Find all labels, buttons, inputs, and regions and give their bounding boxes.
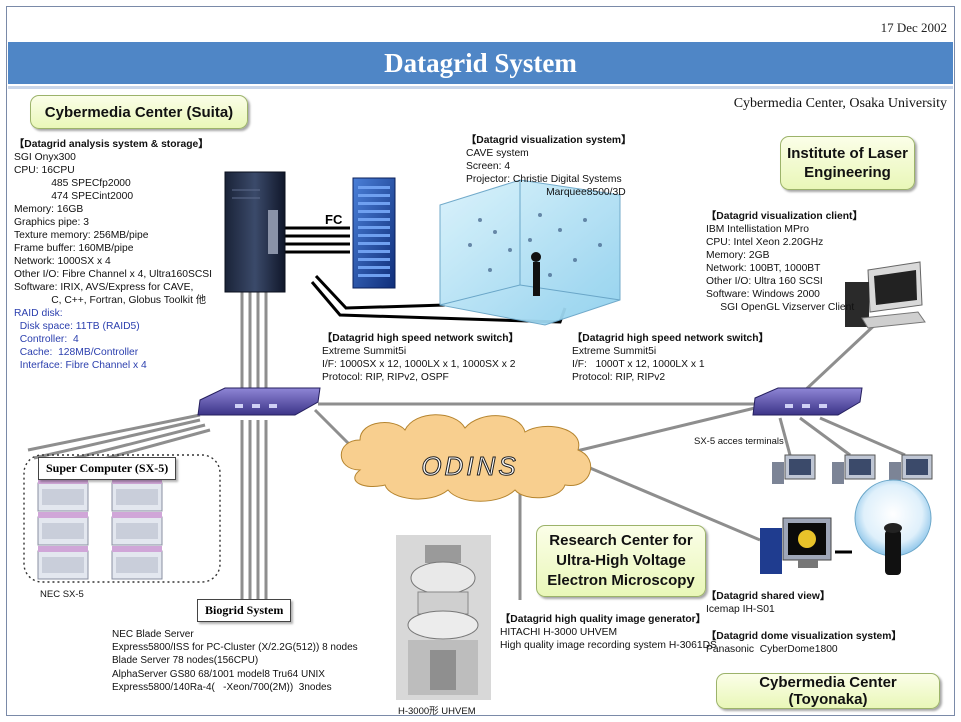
switch-right-heading: 【Datagrid high speed network switch】 bbox=[572, 333, 769, 344]
cyberdome-icon bbox=[854, 479, 932, 575]
uhvem-caption: H-3000形 UHVEM bbox=[398, 706, 476, 717]
analysis-line: Other I/O: Fibre Channel x 4, Ultra160SC… bbox=[14, 269, 213, 280]
analysis-line: SGI Onyx300 bbox=[14, 152, 76, 163]
supercomputer-label: Super Computer (SX-5) bbox=[38, 457, 177, 480]
site-label-toyonaka: Cybermedia Center (Toyonaka) bbox=[716, 673, 940, 709]
sx5-units-icon bbox=[37, 478, 163, 580]
dome-line: Panasonic CyberDome1800 bbox=[706, 644, 838, 655]
analysis-line: Frame buffer: 160MB/pipe bbox=[14, 243, 134, 254]
biogrid-label: Biogrid System bbox=[197, 599, 292, 622]
slide-title: Datagrid System bbox=[384, 47, 577, 78]
supercomputer-boundary bbox=[23, 454, 221, 583]
visualization-heading: 【Datagrid visualization system】 bbox=[466, 135, 632, 146]
raid-line: Controller: 4 bbox=[14, 334, 79, 345]
left-switch-icon bbox=[197, 387, 321, 416]
vis-client-line: Network: 100BT, 1000BT bbox=[706, 263, 821, 274]
raid-line: Disk space: 11TB (RAID5) bbox=[14, 321, 140, 332]
uhvem-photo bbox=[396, 535, 491, 700]
switch-left-line: Protocol: RIP, RIPv2, OSPF bbox=[322, 372, 449, 383]
analysis-line: C, C++, Fortran, Globus Toolkit 他 bbox=[14, 295, 207, 306]
shared-view-line: Icemap IH-S01 bbox=[706, 604, 775, 615]
vis-client-line: Memory: 2GB bbox=[706, 250, 770, 261]
analysis-line: CPU: 16CPU bbox=[14, 165, 75, 176]
image-generator-line: High quality image recording system H-30… bbox=[500, 640, 717, 651]
terminal-icon-3 bbox=[889, 454, 933, 484]
visualization-line: Screen: 4 bbox=[466, 161, 511, 172]
switch-right-line: Extreme Summit5i bbox=[572, 346, 657, 357]
vis-client-heading: 【Datagrid visualization client】 bbox=[706, 211, 863, 222]
raid-line: Cache: 128MB/Controller bbox=[14, 347, 139, 358]
vis-client-block: 【Datagrid visualization client】 IBM Inte… bbox=[706, 210, 863, 314]
biogrid-line: Blade Server 78 nodes(156CPU) bbox=[112, 655, 259, 667]
biogrid-line: AlphaServer GS80 68/1001 model8 Tru64 UN… bbox=[112, 668, 325, 680]
switch-left-heading: 【Datagrid high speed network switch】 bbox=[322, 333, 519, 344]
switch-left-line: I/F: 1000SX x 12, 1000LX x 1, 1000SX x 2 bbox=[322, 359, 516, 370]
supercomputer-caption: NEC SX-5 bbox=[40, 589, 84, 600]
right-switch-icon bbox=[752, 387, 863, 416]
site-label-laser-line: Institute of Laser bbox=[787, 145, 908, 162]
terminal-icon-2 bbox=[832, 454, 876, 484]
site-label-uhvem: Research Center for Ultra-High Voltage E… bbox=[536, 525, 706, 597]
raid-line: Interface: Fibre Channel x 4 bbox=[14, 360, 147, 371]
terminal-icon-1 bbox=[772, 454, 816, 484]
visualization-line: Marquee8500/3D bbox=[466, 187, 626, 198]
icemap-display-icon bbox=[760, 517, 852, 574]
dome-block: 【Datagrid dome visualization system】 Pan… bbox=[706, 630, 902, 656]
analysis-line: Network: 1000SX x 4 bbox=[14, 256, 111, 267]
odins-cloud-icon bbox=[340, 414, 592, 502]
analysis-block: 【Datagrid analysis system & storage】 SGI… bbox=[14, 138, 212, 372]
site-label-suita: Cybermedia Center (Suita) bbox=[30, 95, 248, 129]
image-generator-heading: 【Datagrid high quality image generator】 bbox=[500, 614, 706, 625]
subtitle: Cybermedia Center, Osaka University bbox=[733, 96, 947, 111]
visualization-line: CAVE system bbox=[466, 148, 529, 159]
workstation-icon bbox=[845, 261, 926, 329]
analysis-line: 474 SPECint2000 bbox=[14, 191, 134, 202]
biogrid-block: NEC Blade Server Express5800/ISS for PC-… bbox=[112, 628, 358, 694]
shared-view-block: 【Datagrid shared view】 Icemap IH-S01 bbox=[706, 590, 830, 616]
visualization-block: 【Datagrid visualization system】 CAVE sys… bbox=[466, 134, 631, 199]
shared-view-heading: 【Datagrid shared view】 bbox=[706, 591, 831, 602]
analysis-heading: 【Datagrid analysis system & storage】 bbox=[14, 139, 209, 150]
vis-client-line: Other I/O: Ultra 160 SCSI bbox=[706, 276, 823, 287]
switch-right-block: 【Datagrid high speed network switch】 Ext… bbox=[572, 332, 769, 384]
analysis-line: Graphics pipe: 3 bbox=[14, 217, 89, 228]
biogrid-line: Express5800/ISS for PC-Cluster (X/2.2G(5… bbox=[112, 642, 358, 654]
switch-left-line: Extreme Summit5i bbox=[322, 346, 407, 357]
raid-line: RAID disk: bbox=[14, 308, 63, 319]
switch-right-line: I/F: 1000T x 12, 1000LX x 1 bbox=[572, 359, 705, 370]
vis-client-line: SGI OpenGL Vizserver Client bbox=[706, 302, 855, 313]
title-bar: Datagrid System bbox=[8, 42, 953, 84]
date-label: 17 Dec 2002 bbox=[880, 20, 947, 35]
visualization-line: Projector: Christie Digital Systems bbox=[466, 174, 622, 185]
switch-right-line: Protocol: RIP, RIPv2 bbox=[572, 372, 666, 383]
slide-frame bbox=[6, 6, 955, 716]
fc-label: FC bbox=[325, 212, 343, 227]
analysis-line: 485 SPECfp2000 bbox=[14, 178, 131, 189]
analysis-line: Memory: 16GB bbox=[14, 204, 84, 215]
site-label-uhvem-line: Electron Microscopy bbox=[547, 572, 695, 589]
analysis-line: Software: IRIX, AVS/Express for CAVE, bbox=[14, 282, 194, 293]
vis-client-line: Software: Windows 2000 bbox=[706, 289, 820, 300]
site-label-laser-line: Engineering bbox=[804, 164, 891, 181]
analysis-line: Texture memory: 256MB/pipe bbox=[14, 230, 149, 241]
site-label-uhvem-line: Ultra-High Voltage bbox=[556, 552, 686, 569]
site-label-laser: Institute of Laser Engineering bbox=[780, 136, 915, 190]
cave-icon bbox=[439, 179, 621, 326]
image-generator-line: HITACHI H-3000 UHVEM bbox=[500, 627, 618, 638]
sgi-onyx-server-icon bbox=[224, 171, 286, 293]
biogrid-line: NEC Blade Server bbox=[112, 629, 194, 640]
switch-left-block: 【Datagrid high speed network switch】 Ext… bbox=[322, 332, 519, 384]
sx5-terminals-label: SX-5 acces terminals bbox=[694, 436, 784, 447]
odins-label: ODINS bbox=[421, 451, 518, 481]
raid-storage-icon bbox=[352, 177, 396, 289]
title-underline bbox=[8, 86, 953, 89]
vis-client-line: CPU: Intel Xeon 2.20GHz bbox=[706, 237, 824, 248]
vis-client-line: IBM Intellistation MPro bbox=[706, 224, 810, 235]
dome-heading: 【Datagrid dome visualization system】 bbox=[706, 631, 902, 642]
image-generator-block: 【Datagrid high quality image generator】 … bbox=[500, 613, 717, 652]
biogrid-line: Express5800/140Ra-4( -Xeon/700(2M)) 3nod… bbox=[112, 681, 332, 693]
site-label-uhvem-line: Research Center for bbox=[549, 532, 693, 549]
